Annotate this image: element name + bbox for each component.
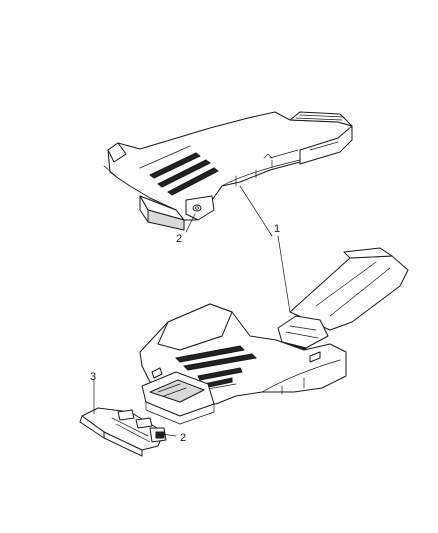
outlet-grille-part-3 — [79, 407, 167, 457]
leader-lines — [93, 185, 291, 437]
callout-1: 1 — [274, 223, 280, 235]
callout-2-lower: 2 — [180, 432, 186, 444]
callout-2-upper: 2 — [176, 233, 182, 245]
callout-3: 3 — [90, 371, 96, 383]
lower-floor-duct — [139, 247, 409, 425]
upper-floor-duct — [103, 111, 353, 231]
